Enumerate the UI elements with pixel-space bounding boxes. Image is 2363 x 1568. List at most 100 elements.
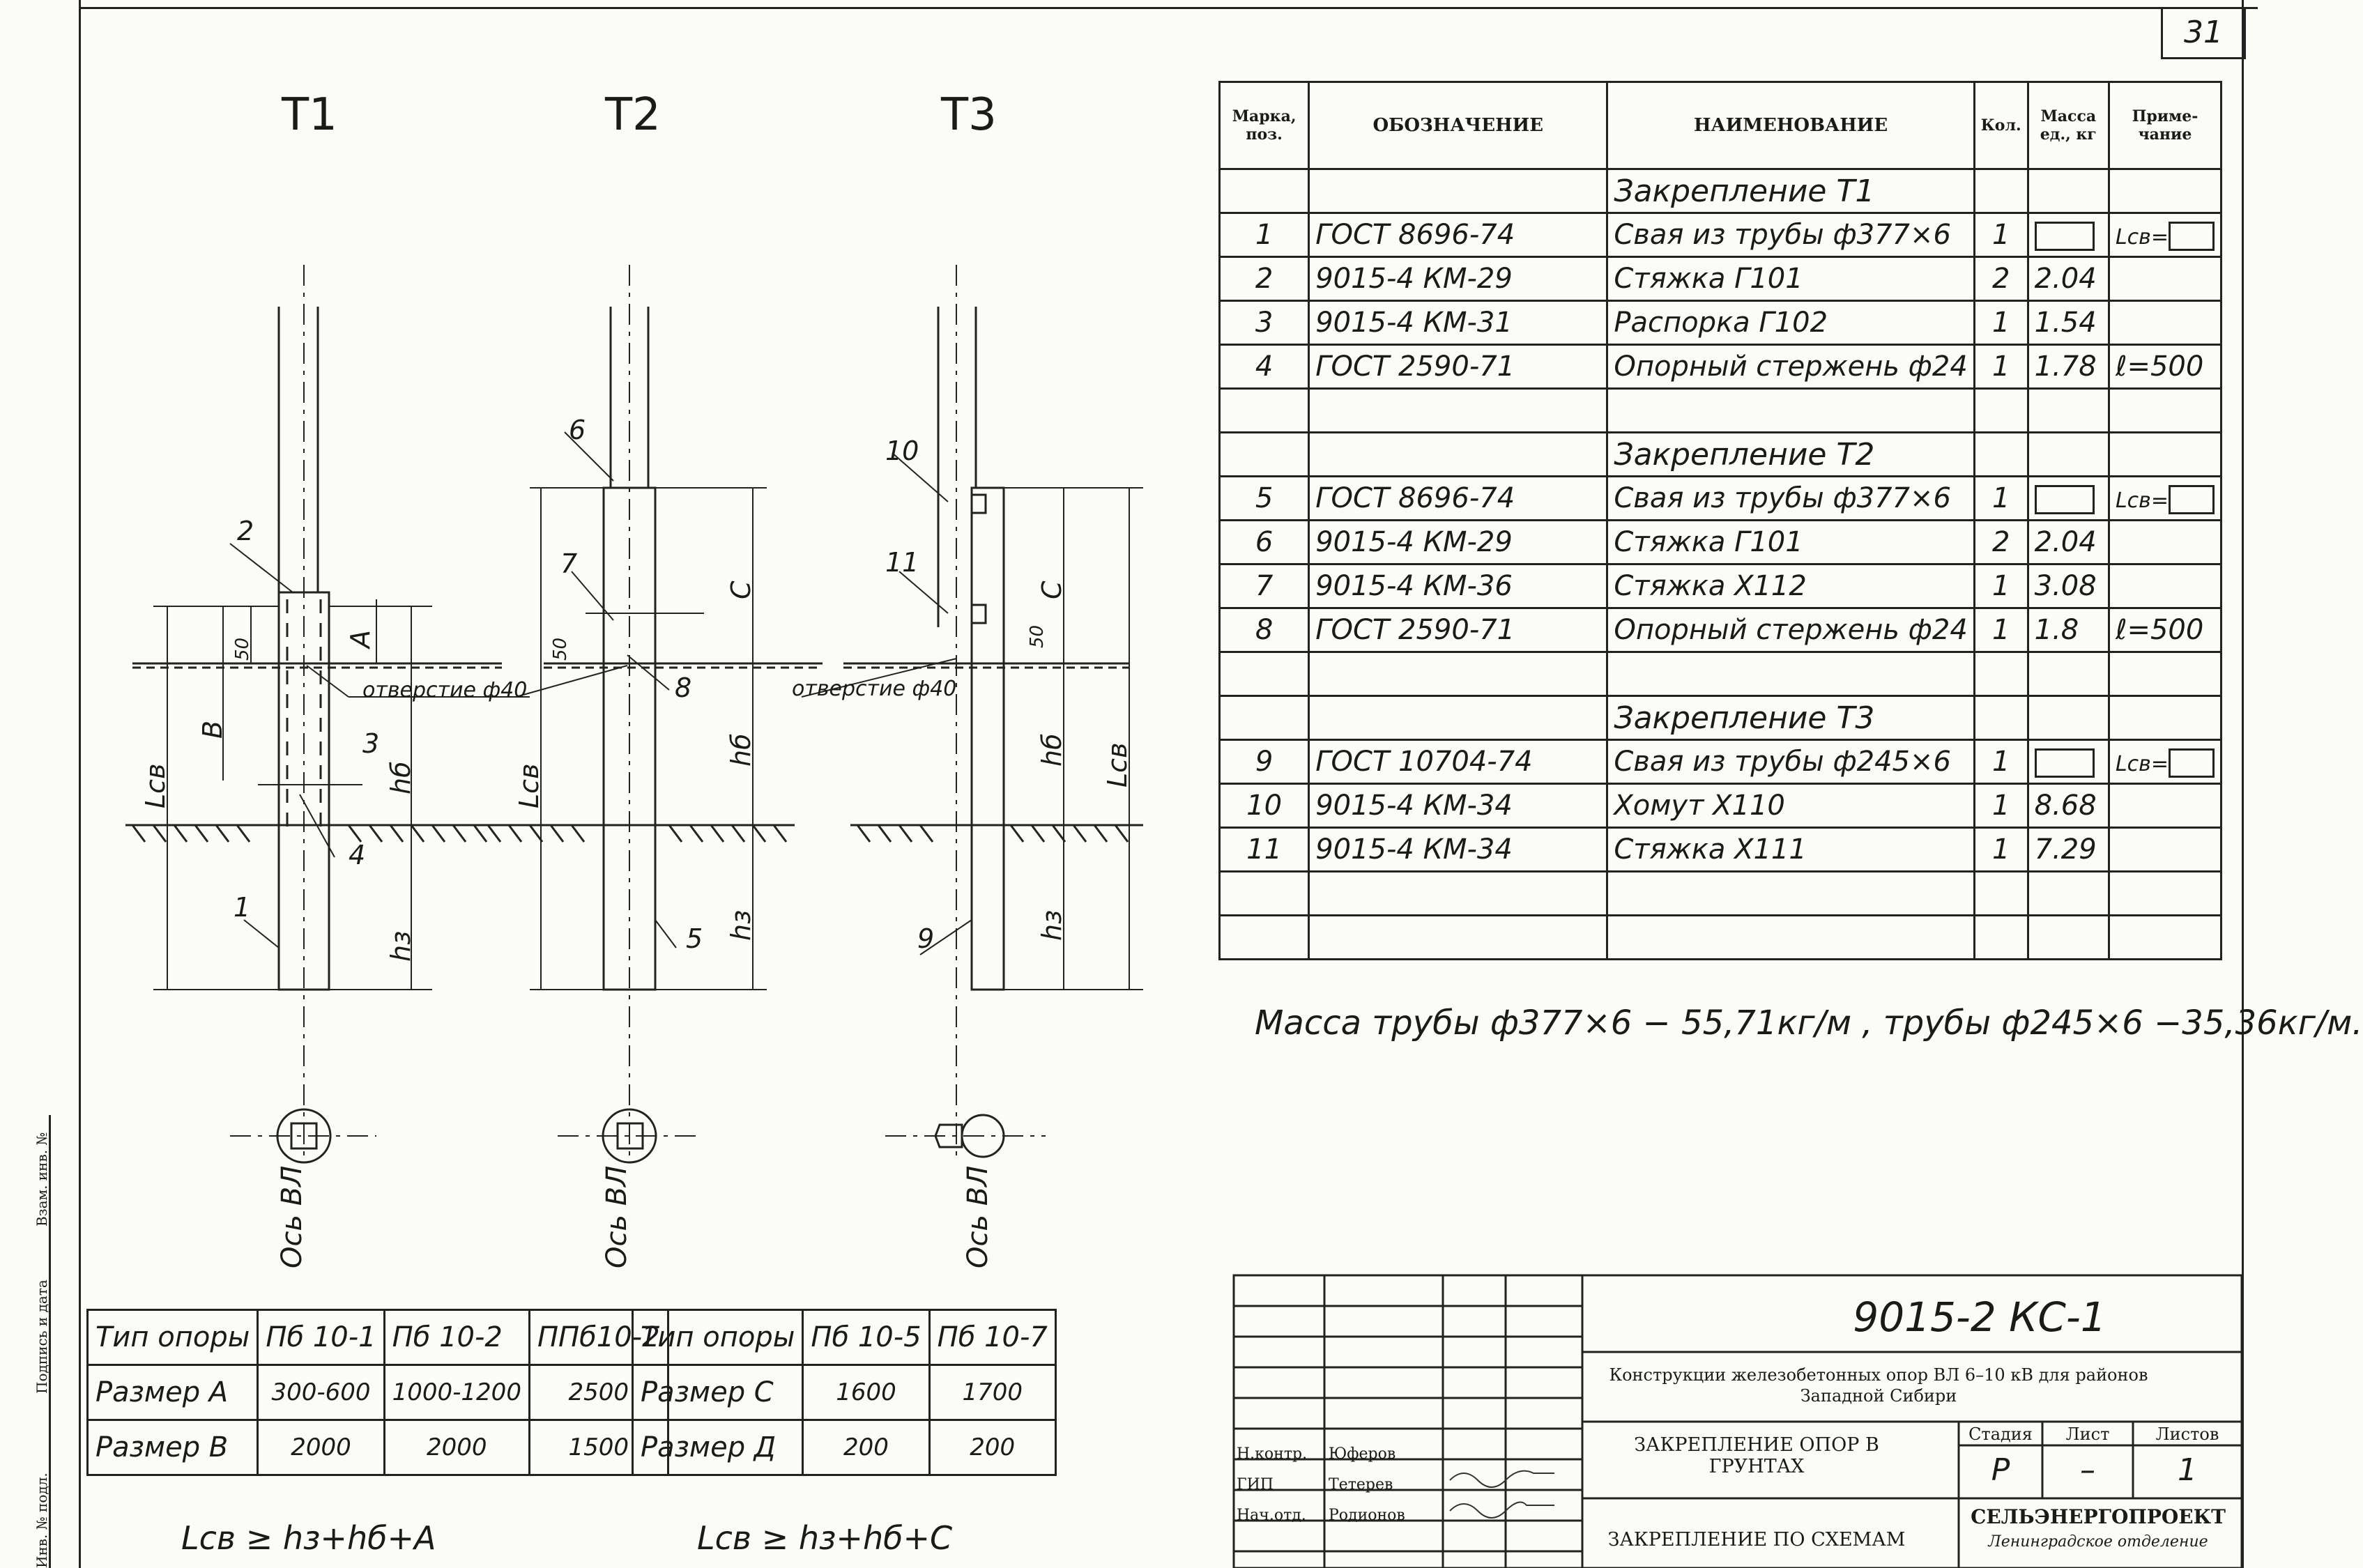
spec-cell-mass: 1.78 bbox=[2026, 344, 2110, 390]
title-block: 9015-2 КС-1 Конструкции железобетонных о… bbox=[1232, 1274, 2243, 1568]
drawing-t1 bbox=[125, 265, 530, 1164]
dim-c-t2: C bbox=[726, 581, 756, 599]
spec-cell-mass: 8.68 bbox=[2026, 783, 2110, 829]
spec-cell-note bbox=[2107, 168, 2223, 214]
spec-cell-qty: 1 bbox=[1973, 563, 2029, 609]
spec-cell-mass bbox=[2026, 212, 2110, 258]
hole-label-t3: отверстие ф40 bbox=[792, 677, 956, 701]
side-stamp-line bbox=[49, 1115, 51, 1568]
sheet-title-2: ЗАКРЕПЛЕНИЕ ПО СХЕМАМ bbox=[1607, 1529, 1906, 1551]
size1-r1c2: 2000 bbox=[383, 1419, 530, 1476]
stage-label: Стадия bbox=[1968, 1424, 2033, 1444]
length-blank-box bbox=[2168, 222, 2215, 251]
spec-note-text: ℓ=500 bbox=[2115, 614, 2204, 646]
spec-cell-doc: 9015-4 КМ-29 bbox=[1308, 519, 1609, 565]
spec-cell-pos: 8 bbox=[1218, 607, 1310, 653]
spec-cell-doc: 9015-4 КМ-34 bbox=[1308, 827, 1609, 873]
spec-cell-pos: 3 bbox=[1218, 300, 1310, 346]
spec-cell-mass bbox=[2026, 651, 2110, 697]
document-description: Конструкции железобетонных опор ВЛ 6–10 … bbox=[1609, 1365, 2148, 1406]
spec-cell-doc: ГОСТ 2590-71 bbox=[1308, 607, 1609, 653]
axis-label-t2: Ось ВЛ bbox=[601, 1166, 633, 1268]
pipe-mass-note: Масса трубы ф377×6 − 55,71кг/м , трубы ф… bbox=[1255, 1004, 2363, 1043]
spec-cell-doc: ГОСТ 10704-74 bbox=[1308, 739, 1609, 785]
spec-cell-qty bbox=[1973, 695, 2029, 741]
size2-r1c2: 200 bbox=[928, 1419, 1057, 1476]
spec-cell-note: Lсв= bbox=[2107, 475, 2223, 521]
sheets-label: Листов bbox=[2155, 1424, 2219, 1444]
spec-cell-note bbox=[2107, 563, 2223, 609]
spec-group-title: Закрепление Т1 bbox=[1606, 168, 1975, 214]
spec-cell-mass: 3.08 bbox=[2026, 563, 2110, 609]
table-row: Размер А 300-600 1000-1200 2500 bbox=[86, 1364, 669, 1421]
formula-1: Lсв ≥ hз+hб+A bbox=[181, 1519, 436, 1557]
spec-cell-doc: 9015-4 КМ-34 bbox=[1308, 783, 1609, 829]
sheet-title: ЗАКРЕПЛЕНИЕ ОПОР В ГРУНТАХ bbox=[1634, 1434, 1879, 1477]
dim-hb-t3: hб bbox=[1037, 733, 1067, 767]
spec-cell-doc bbox=[1308, 870, 1609, 916]
table-row: Тип опоры Пб 10-5 Пб 10-7 bbox=[631, 1309, 1057, 1366]
size2-r0c1: 1600 bbox=[802, 1364, 931, 1421]
callout-2: 2 bbox=[237, 516, 254, 546]
document-code: 9015-2 КС-1 bbox=[1853, 1293, 2106, 1341]
size2-h1: Пб 10-5 bbox=[802, 1309, 931, 1366]
spec-cell-name: Опорный стержень ф24 bbox=[1606, 344, 1975, 390]
spec-cell-qty: 1 bbox=[1973, 827, 2029, 873]
dim-hb-t2: hб bbox=[726, 733, 756, 767]
role-nkontr: Н.контр. bbox=[1237, 1445, 1308, 1463]
spec-note-text: ℓ=500 bbox=[2115, 351, 2204, 383]
mass-blank-box bbox=[2034, 485, 2095, 514]
spec-cell-mass bbox=[2026, 168, 2110, 214]
length-blank-box bbox=[2168, 748, 2215, 778]
dim-c-t3: C bbox=[1037, 581, 1067, 599]
dim-h3-t1: hз bbox=[385, 931, 416, 962]
spec-cell-qty: 1 bbox=[1973, 607, 2029, 653]
spec-cell-pos: 11 bbox=[1218, 827, 1310, 873]
spec-cell-note: ℓ=500 bbox=[2107, 344, 2223, 390]
sheet-number: 31 bbox=[2161, 7, 2246, 59]
spec-note-text: Lсв= bbox=[2115, 225, 2169, 249]
dim-50-t2: 50 bbox=[550, 638, 571, 661]
spec-cell-name: Стяжка Х111 bbox=[1606, 827, 1975, 873]
callout-5: 5 bbox=[686, 923, 703, 954]
spec-cell-mass: 7.29 bbox=[2026, 827, 2110, 873]
spec-cell-doc: ГОСТ 8696-74 bbox=[1308, 475, 1609, 521]
spec-cell-qty: 2 bbox=[1973, 519, 2029, 565]
spec-cell-name: Свая из трубы ф245×6 bbox=[1606, 739, 1975, 785]
dim-h3-t3: hз bbox=[1037, 910, 1067, 941]
spec-cell-qty bbox=[1973, 387, 2029, 433]
spec-cell-note bbox=[2107, 519, 2223, 565]
spec-cell-note bbox=[2107, 387, 2223, 433]
size2-r1c0: Размер Д bbox=[631, 1419, 804, 1476]
spec-cell-pos bbox=[1218, 387, 1310, 433]
table-row: Размер В 2000 2000 1500 bbox=[86, 1419, 669, 1476]
spec-cell-name: Стяжка Г101 bbox=[1606, 256, 1975, 302]
spec-cell-note: Lсв= bbox=[2107, 212, 2223, 258]
callout-6: 6 bbox=[569, 415, 586, 445]
size1-r1c1: 2000 bbox=[257, 1419, 385, 1476]
callout-1: 1 bbox=[234, 892, 250, 923]
callout-11: 11 bbox=[885, 547, 919, 578]
length-blank-box bbox=[2168, 485, 2215, 514]
spec-cell-qty: 1 bbox=[1973, 212, 2029, 258]
spec-cell-name: Хомут Х110 bbox=[1606, 783, 1975, 829]
spec-cell-mass: 1.8 bbox=[2026, 607, 2110, 653]
size2-r0c2: 1700 bbox=[928, 1364, 1057, 1421]
frame-left-line bbox=[79, 0, 81, 1568]
spec-cell-pos bbox=[1218, 914, 1310, 960]
hole-label-t1: отверстие ф40 bbox=[362, 678, 527, 702]
spec-group-title: Закрепление Т3 bbox=[1606, 695, 1975, 741]
organization-division: Ленинградское отделение bbox=[1988, 1533, 2208, 1551]
person-gip: Тетерев bbox=[1329, 1476, 1393, 1493]
spec-header-row: Марка, поз. ОБОЗНАЧЕНИЕ НАИМЕНОВАНИЕ Кол… bbox=[1218, 81, 2223, 170]
size1-r1c0: Размер В bbox=[86, 1419, 259, 1476]
spec-cell-mass bbox=[2026, 475, 2110, 521]
size1-h2: Пб 10-2 bbox=[383, 1309, 530, 1366]
spec-cell-note bbox=[2107, 827, 2223, 873]
